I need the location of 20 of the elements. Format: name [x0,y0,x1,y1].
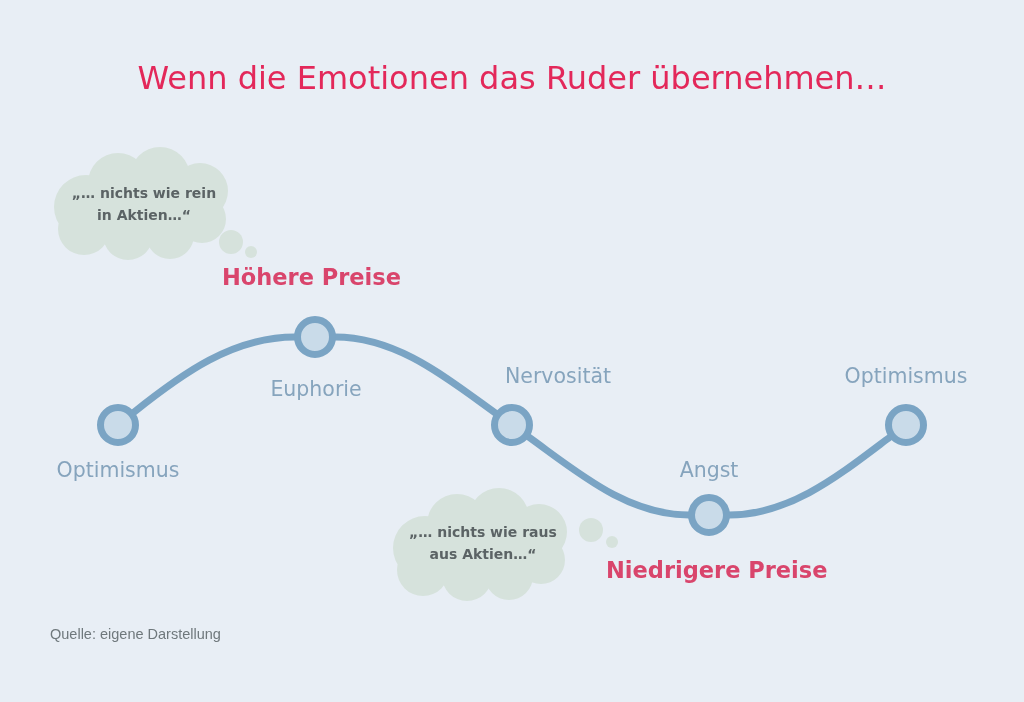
price-label: Höhere Preise [222,264,401,291]
stage-label: Optimismus [56,458,180,482]
circle-marker [294,316,336,358]
curve-line [334,333,498,417]
circle-marker [885,404,927,446]
title: Wenn die Emotionen das Ruder übernehmen… [137,59,887,97]
circle-marker [97,404,139,446]
curve-line [728,434,893,519]
price-label: Niedrigere Preise [606,557,828,584]
stage-label: Angst [679,458,739,482]
curve-line [526,433,690,519]
circle-marker [491,404,533,446]
stage-label: Nervosität [504,364,612,388]
bubble-text: „… nichts wie raus aus Aktien…“ [408,523,558,564]
stage-label: Optimismus [844,364,968,388]
stage-label: Euphorie [270,377,362,401]
bubble-text: „… nichts wie rein in Aktien…“ [70,184,218,225]
curve-line [131,333,296,416]
caption: Quelle: eigene Darstellung [50,626,221,643]
circle-marker [688,494,730,536]
